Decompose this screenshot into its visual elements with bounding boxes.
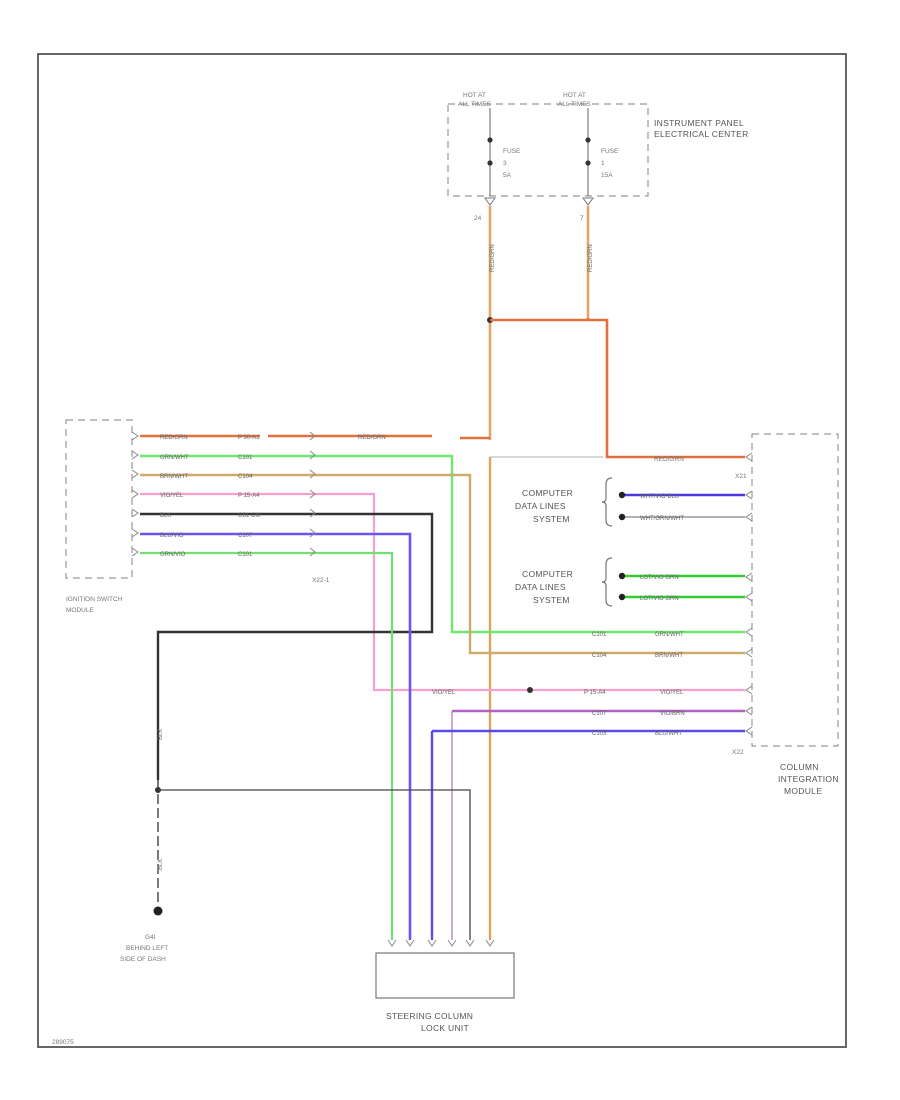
circ-row6-label: C107 bbox=[238, 533, 253, 539]
ign-row7-label: GRN/VIO bbox=[160, 552, 186, 558]
ignition-row-labels: RED/GRN GRN/WHT BRN/WHT VIO/YEL BLK BLU/… bbox=[160, 435, 386, 558]
svg-text:VIO/YEL: VIO/YEL bbox=[660, 690, 684, 696]
svg-text:VIO/BRN: VIO/BRN bbox=[660, 711, 685, 717]
bus1-a-label: WHT/VIO BLU bbox=[640, 494, 679, 500]
splice-violet-yellow bbox=[527, 687, 533, 693]
fuse-b-label-3: 15A bbox=[601, 172, 613, 179]
x21-red-label: RED/GRN bbox=[654, 456, 684, 463]
svg-text:C104: C104 bbox=[592, 653, 607, 659]
data2-brace bbox=[601, 557, 613, 607]
fuse-a-terminal-top bbox=[487, 137, 493, 143]
mid-vy-label: VIO/YEL bbox=[432, 690, 456, 696]
data1-label-2: DATA LINES bbox=[515, 501, 566, 511]
svg-text:C107: C107 bbox=[592, 711, 607, 717]
fuse-a-terminal-bottom bbox=[487, 160, 493, 166]
ipec-box bbox=[447, 103, 649, 197]
ground-label-1: G4I bbox=[145, 934, 156, 941]
ign-row1-label: RED/GRN bbox=[160, 435, 188, 441]
bus2-b-label: LGT/VIO GRN bbox=[640, 596, 679, 602]
ignition-module-box bbox=[65, 419, 133, 579]
x22-label: X22 bbox=[732, 749, 744, 756]
circ-row7-label: C101 bbox=[238, 552, 253, 558]
fuse-b-label-1: FUSE bbox=[601, 148, 619, 155]
data2-label-1: COMPUTER bbox=[522, 569, 573, 579]
lock-label-1: STEERING COLUMN bbox=[386, 1011, 473, 1021]
data2-label-3: SYSTEM bbox=[533, 595, 570, 605]
wire-violet-yellow bbox=[140, 492, 745, 692]
wire-green-violet bbox=[140, 551, 394, 940]
bus1-b-label: WHT/GRN/WHT bbox=[640, 516, 684, 522]
hot-label-1: HOT AT bbox=[463, 92, 486, 99]
diagram-frame bbox=[37, 53, 847, 1048]
wire-red-to-x21 bbox=[490, 318, 745, 459]
cim-label-3: MODULE bbox=[784, 786, 822, 796]
fuse-a-label-3: 5A bbox=[503, 172, 512, 179]
ignition-pins bbox=[131, 431, 139, 557]
circ-row5-label: G31 CM bbox=[238, 513, 260, 519]
lock-unit-box bbox=[375, 952, 515, 999]
gnd-wire-label-1: BLK bbox=[158, 729, 164, 740]
x22-1-label: X22-1 bbox=[312, 577, 330, 584]
ign-row5-label: BLK bbox=[160, 513, 171, 519]
fuse-a-label-2: 3 bbox=[503, 160, 507, 167]
ignition-label-1: IGNITION SWITCH bbox=[66, 596, 123, 603]
fuse-b-terminal-bottom bbox=[585, 160, 591, 166]
wire-ground-to-lock bbox=[158, 789, 471, 940]
fuse-a-label-1: FUSE bbox=[503, 148, 521, 155]
circ-row2-label: C101 bbox=[238, 455, 253, 461]
ign-row4-label: VIO/YEL bbox=[160, 493, 184, 499]
x22-1-connector bbox=[309, 431, 316, 557]
footer-code: 289075 bbox=[52, 1039, 74, 1046]
hot-label-2: ALL TIMES bbox=[458, 101, 492, 108]
pin-a-label: 24 bbox=[474, 215, 482, 222]
data1-label-3: SYSTEM bbox=[533, 514, 570, 524]
cim-box bbox=[751, 433, 839, 747]
lock-unit-pins bbox=[387, 939, 495, 947]
svg-text:C103: C103 bbox=[592, 731, 607, 737]
ign-row1-label-b: RED/GRN bbox=[358, 435, 386, 441]
svg-text:BRN/WHT: BRN/WHT bbox=[655, 653, 683, 659]
wire-black-ground bbox=[140, 512, 434, 780]
data2-label-2: DATA LINES bbox=[515, 582, 566, 592]
cim-label-2: INTEGRATION bbox=[778, 774, 839, 784]
circ-row3-label: C104 bbox=[238, 474, 253, 480]
hot-label-b2: ALL TIMES bbox=[558, 101, 592, 108]
ipec-label-2: ELECTRICAL CENTER bbox=[654, 129, 749, 139]
ign-row3-label: BRN/WHT bbox=[160, 474, 188, 480]
svg-text:C101: C101 bbox=[592, 632, 607, 638]
wire-brown-white bbox=[140, 473, 745, 655]
ign-row6-label: BLU/VIO bbox=[160, 533, 184, 539]
fuse-b-terminal-top bbox=[585, 137, 591, 143]
ground-label-3: SIDE OF DASH bbox=[120, 956, 166, 963]
gnd-wire-label-2: BLK bbox=[158, 859, 164, 870]
pin-b-label: 7 bbox=[580, 215, 584, 222]
fuse-wire-label-1: RED/GRN bbox=[490, 244, 496, 272]
ignition-label-2: MODULE bbox=[66, 607, 94, 614]
hot-label-b1: HOT AT bbox=[563, 92, 586, 99]
ipec-label-1: INSTRUMENT PANEL bbox=[654, 118, 744, 128]
wire-blue-violet bbox=[140, 532, 412, 940]
data1-brace bbox=[601, 477, 613, 527]
fuse-a-pin bbox=[484, 197, 496, 206]
fuse-b-pin bbox=[582, 197, 594, 206]
ign-row2-label: GRN/WHT bbox=[160, 455, 189, 461]
bus2-a-label: LGT/VIO GRN bbox=[640, 575, 679, 581]
fuse-wire-label-2: RED/GRN bbox=[588, 244, 594, 272]
cim-pins bbox=[745, 452, 753, 736]
lock-label-2: LOCK UNIT bbox=[421, 1023, 469, 1033]
circ-row1-label: P 30-A1 bbox=[238, 435, 260, 441]
ground-point bbox=[153, 906, 163, 916]
circ-row4-label: P 15-A4 bbox=[238, 493, 260, 499]
svg-text:BLU/WHT: BLU/WHT bbox=[655, 731, 682, 737]
cim-label-1: COLUMN bbox=[780, 762, 819, 772]
fuse-b-label-2: 1 bbox=[601, 160, 605, 167]
svg-text:GRN/WHT: GRN/WHT bbox=[655, 632, 684, 638]
data1-label-1: COMPUTER bbox=[522, 488, 573, 498]
x21-label: X21 bbox=[735, 473, 747, 480]
wire-green-white bbox=[140, 454, 745, 634]
ground-label-2: BEHIND LEFT bbox=[126, 945, 168, 952]
svg-text:P 15-A4: P 15-A4 bbox=[584, 690, 606, 696]
x22-row-labels: C101 C104 P 15-A4 C107 C103 GRN/WHT BRN/… bbox=[584, 632, 685, 737]
